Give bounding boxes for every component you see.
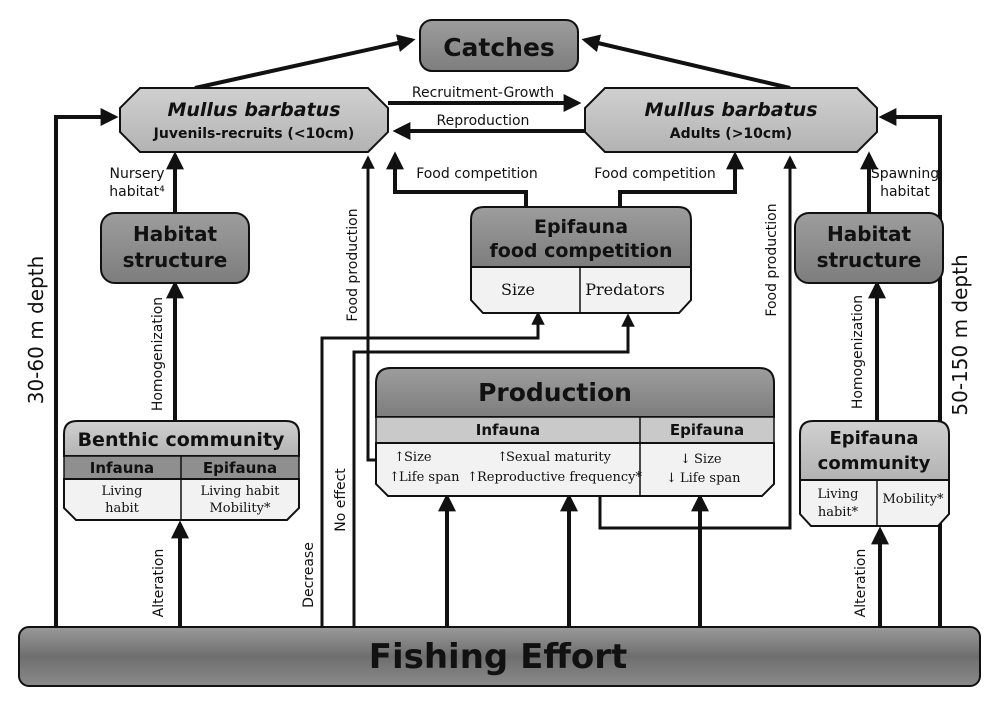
production-box: Production Infauna Epifauna ↑ Size ↑ Lif… xyxy=(375,367,775,497)
homogenization-right-label: Homogenization xyxy=(850,295,866,409)
benthic-epifauna-line2: Mobility* xyxy=(209,501,271,516)
production-title: Production xyxy=(478,378,632,407)
production-inf-life-span: Life span xyxy=(399,470,460,485)
arrow-decrease xyxy=(320,311,545,628)
up-arrow-icon: ↑ xyxy=(389,470,400,485)
up-arrow-icon: ↑ xyxy=(394,450,405,465)
habitat-structure-right-line2: structure xyxy=(817,248,922,272)
epifauna-community-living-line2: habit* xyxy=(818,505,859,520)
production-infauna-header: Infauna xyxy=(476,421,540,439)
arrow-no-effect xyxy=(352,313,635,628)
nursery-habitat-line2: habitat⁴ xyxy=(109,184,165,200)
food-production-left-label: Food production xyxy=(345,208,361,321)
alteration-right-label: Alteration xyxy=(853,549,869,618)
adults-title: Mullus barbatus xyxy=(644,99,817,121)
habitat-structure-left-box: Habitat structure xyxy=(100,212,250,284)
production-inf-reproductive-frequency: Reproductive frequency* xyxy=(477,470,642,485)
epifauna-community-line2: community xyxy=(818,453,931,474)
production-inf-size: Size xyxy=(404,450,432,465)
epifauna-competition-predators: Predators xyxy=(585,280,665,299)
spawning-habitat-line2: habitat xyxy=(880,184,930,200)
arrow-food-production-right xyxy=(598,155,797,530)
recruitment-growth-label: Recruitment-Growth xyxy=(412,85,554,101)
adults-subtitle: Adults (>10cm) xyxy=(670,126,792,142)
food-production-right-label: Food production xyxy=(764,203,780,316)
depth-right-label: 50-150 m depth xyxy=(948,254,972,415)
epifauna-community-box: Epifauna community Living habit* Mobilit… xyxy=(799,420,950,527)
catches-label: Catches xyxy=(443,33,555,62)
up-arrow-icon: ↑ xyxy=(467,470,478,485)
production-inf-sexual-maturity: Sexual maturity xyxy=(506,450,612,465)
homogenization-left-label: Homogenization xyxy=(150,297,166,411)
epifauna-community-living-line1: Living xyxy=(818,487,859,502)
arrow-food-competition-right xyxy=(618,151,744,207)
no-effect-label: No effect xyxy=(333,468,349,532)
production-epi-life-span: Life span xyxy=(680,471,741,486)
habitat-structure-right-box: Habitat structure xyxy=(794,212,944,284)
fishing-effort-label: Fishing Effort xyxy=(369,637,628,677)
habitat-structure-left-line2: structure xyxy=(123,248,228,272)
arrow-food-competition-left xyxy=(386,151,528,207)
food-competition-right-label: Food competition xyxy=(594,166,716,182)
catches-box: Catches xyxy=(419,19,579,72)
juveniles-box: Mullus barbatus Juvenils-recruits (<10cm… xyxy=(119,87,389,153)
benthic-epifauna-line1: Living habit xyxy=(201,484,281,499)
benthic-community-epifauna: Epifauna xyxy=(203,459,277,477)
habitat-structure-right-line1: Habitat xyxy=(827,222,911,246)
epifauna-competition-box: Epifauna food competition Size Predators xyxy=(470,206,692,314)
up-arrow-icon: ↑ xyxy=(497,450,508,465)
arrow-adults-to-catches xyxy=(581,34,791,90)
juveniles-subtitle: Juvenils-recruits (<10cm) xyxy=(153,126,355,142)
benthic-community-infauna: Infauna xyxy=(90,459,154,477)
epifauna-community-mobility: Mobility* xyxy=(882,492,944,507)
spawning-habitat-line1: Spawning xyxy=(871,166,939,182)
food-competition-left-label: Food competition xyxy=(416,166,538,182)
benthic-infauna-line2: habit xyxy=(105,501,140,516)
down-arrow-icon: ↓ xyxy=(666,471,677,486)
epifauna-community-line1: Epifauna xyxy=(829,428,918,449)
production-epifauna-header: Epifauna xyxy=(670,421,744,439)
arrow-juveniles-to-catches xyxy=(194,34,416,90)
juveniles-title: Mullus barbatus xyxy=(167,99,340,121)
nursery-habitat-line1: Nursery xyxy=(109,166,164,182)
decrease-label: Decrease xyxy=(301,542,317,608)
adults-box: Mullus barbatus Adults (>10cm) xyxy=(584,87,878,153)
benthic-infauna-line1: Living xyxy=(102,484,143,499)
down-arrow-icon: ↓ xyxy=(680,452,691,467)
fishing-effort-box: Fishing Effort xyxy=(18,626,981,687)
arrow-depth-left xyxy=(54,108,119,630)
production-epi-size: Size xyxy=(694,452,722,467)
epifauna-competition-line2: food competition xyxy=(490,240,673,262)
reproduction-label: Reproduction xyxy=(437,113,530,129)
alteration-left-label: Alteration xyxy=(151,549,167,618)
habitat-structure-left-line1: Habitat xyxy=(133,222,217,246)
depth-left-label: 30-60 m depth xyxy=(24,256,48,405)
benthic-community-box: Benthic community Infauna Epifauna Livin… xyxy=(63,420,300,521)
epifauna-competition-line1: Epifauna xyxy=(534,216,628,238)
epifauna-competition-size: Size xyxy=(501,280,535,299)
benthic-community-title: Benthic community xyxy=(78,429,285,451)
